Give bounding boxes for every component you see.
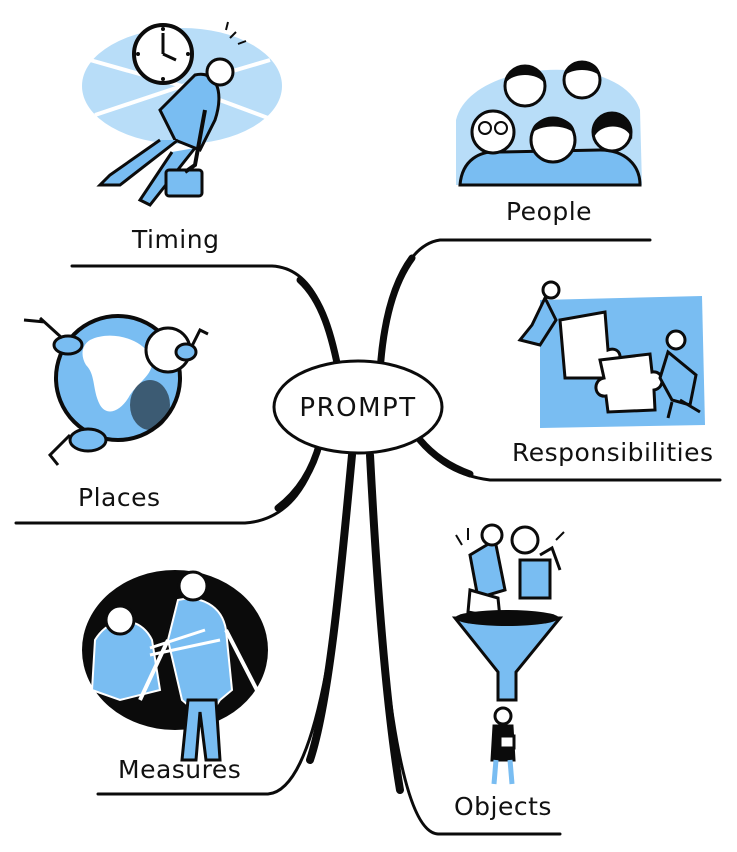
people-shoulders	[458, 148, 642, 187]
man-body	[158, 72, 221, 152]
funnel-objects-icon: Objects	[451, 523, 565, 821]
center-ellipse	[272, 359, 444, 455]
globe-travelers-icon: Places	[23, 314, 209, 512]
customer-arms	[138, 629, 264, 701]
person-4-hair	[531, 117, 575, 134]
branch-label-places: Places	[78, 483, 161, 512]
globe-continent	[82, 335, 152, 412]
worker-right	[658, 329, 701, 419]
traveler-top	[23, 316, 84, 356]
funnel-rim	[455, 610, 559, 626]
branch-label-people: People	[506, 197, 592, 226]
person-2-hair	[564, 61, 600, 76]
man-head	[205, 57, 235, 87]
branch-label-timing: Timing	[131, 225, 219, 254]
tailor-head	[104, 604, 136, 636]
branch-label-responsibilities: Responsibilities	[512, 438, 714, 467]
branch-line-places-thick	[274, 438, 324, 512]
funnel	[451, 616, 564, 702]
branch-line-people-thick	[376, 254, 416, 376]
group-of-people-icon: People	[456, 60, 642, 226]
branch-label-measures: Measures	[118, 755, 241, 784]
branch-label-objects: Objects	[454, 792, 552, 821]
traveler-bottom	[47, 427, 108, 466]
stress-marks	[225, 21, 247, 45]
customer-head	[177, 570, 209, 602]
branch-line-objects-thick	[366, 451, 404, 794]
funnel-person	[490, 706, 516, 785]
globe-shadow	[130, 380, 170, 430]
clock-ticks	[136, 27, 190, 81]
center-label: PROMPT	[299, 393, 416, 423]
branch-lines	[14, 238, 722, 836]
person-1-hair	[505, 66, 545, 84]
busy-clock-man-icon: Timing	[82, 21, 282, 254]
person-5-hair	[592, 113, 633, 140]
man-arm	[183, 109, 207, 174]
glasses	[478, 121, 508, 135]
briefcase	[164, 168, 204, 198]
tailor-measuring-icon: Measures	[82, 570, 268, 784]
branch-line-places	[14, 440, 322, 525]
center-node[interactable]: PROMPT	[272, 359, 444, 455]
branch-line-measures-thick	[306, 451, 356, 764]
clock-hands	[161, 33, 177, 62]
traveler-right	[174, 327, 209, 362]
branch-line-responsibilities-thick	[416, 436, 474, 478]
worker-left	[517, 280, 561, 347]
puzzle-teamwork-icon: Responsibilities	[512, 280, 714, 467]
tailor-body	[90, 620, 162, 702]
falling-objects	[455, 523, 565, 620]
person-3-head	[470, 109, 516, 155]
puzzle-piece-right	[594, 352, 664, 414]
customer-legs	[180, 698, 222, 762]
